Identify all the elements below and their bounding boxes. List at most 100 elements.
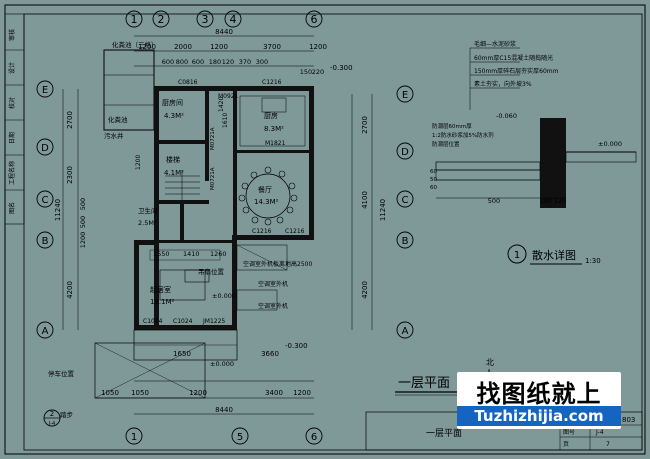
- win-9: M0721A: [210, 127, 216, 150]
- watermark-badge[interactable]: 找图纸就上 Tuzhizhijia.com: [457, 372, 621, 429]
- parking-label: 停车位置: [48, 369, 75, 378]
- strip-text-0: 审核: [8, 29, 16, 41]
- detail-side-1: 1:2防水砂浆加5%防水剂: [432, 131, 494, 139]
- left-axis-B: B: [42, 236, 49, 247]
- dim-top2-1: 800: [176, 58, 188, 66]
- dim-bot2-1: 3660: [261, 350, 279, 358]
- dim-top2-4: 120: [222, 58, 234, 66]
- section-num: 2: [50, 410, 54, 418]
- elev-top: -0.300: [330, 64, 353, 72]
- left-strip: [4, 13, 25, 225]
- section-sheet: J-4: [48, 421, 55, 427]
- win-8: JM1225: [202, 318, 225, 325]
- dim-top2-0: 600: [162, 58, 174, 66]
- page-label: 页: [563, 441, 569, 448]
- dim-top-0: 1200: [138, 43, 156, 51]
- win-3: M1821: [265, 140, 286, 147]
- watermark-chinese: 找图纸就上: [476, 380, 602, 408]
- win-2: M0921: [218, 93, 239, 100]
- sheet-border: [4, 4, 646, 455]
- detail-bubble: [507, 244, 527, 264]
- dim-left-2: 500: [79, 198, 87, 210]
- right-dimensions: 2700 4100 4200 11240: [351, 94, 387, 330]
- detail-side-0: 防潮层60mm厚: [432, 122, 472, 130]
- dim-top-2: 1200: [210, 43, 228, 51]
- strip-text-5: 图名: [8, 202, 16, 214]
- detail-elev2: ±0.000: [598, 140, 622, 148]
- dim-top-4: 1200: [309, 43, 327, 51]
- detail-dim-0: 500: [488, 197, 500, 205]
- win-7: C1024: [173, 318, 193, 325]
- dim-inner-1: 1410: [183, 250, 200, 258]
- win-6: C1024: [143, 318, 163, 325]
- dim-left-3: 500: [79, 216, 87, 228]
- detail-wall: [540, 118, 566, 208]
- detail-drawing: 毛细—水泥砂浆 60mm厚C15混凝土随捣随光 150mm厚碎石层夯实厚60mm…: [430, 40, 637, 265]
- dining-table: [245, 173, 291, 219]
- dim-left-0: 2700: [66, 111, 74, 129]
- left-axis-A: A: [42, 326, 49, 337]
- right-axis-D: D: [401, 147, 409, 158]
- septic-tank-label: 化粪池（三格）: [112, 40, 158, 49]
- detail-dim-3: 60: [430, 169, 437, 175]
- sewage-label: 污水井: [104, 131, 124, 140]
- room-toilet-area: 2.5M²: [138, 219, 157, 227]
- room-stair-area: 4.1M²: [164, 169, 184, 177]
- win-5: C1216: [285, 228, 305, 235]
- top-axis-2: 2: [158, 13, 165, 26]
- right-axis-C: C: [402, 195, 409, 206]
- elev-zero: ±0.000: [212, 292, 236, 300]
- bottom-axis-5: 5: [237, 432, 243, 443]
- elev-bottom: -0.300: [285, 342, 308, 350]
- dim-top2-7: 150: [300, 68, 312, 76]
- stair-treads: [165, 170, 200, 200]
- watermark-url[interactable]: Tuzhizhijia.com: [457, 406, 621, 426]
- dim-bot-4: 1200: [293, 389, 311, 397]
- win-10: M0721A: [210, 167, 216, 190]
- dim-inner-4: 1610: [222, 113, 229, 128]
- title-block-name: 一层平面: [426, 428, 462, 439]
- dim-top2-2: 600: [192, 58, 204, 66]
- dim-bot-1: 1050: [131, 389, 149, 397]
- top-axis-1: 1: [131, 13, 138, 26]
- dim-inner-5: 1200: [135, 155, 142, 170]
- bottom-axis-6: 6: [311, 432, 317, 443]
- dim-top-total: 8440: [215, 28, 233, 36]
- room-living: 起居室: [150, 285, 171, 294]
- strip-text-4: 工程名称: [8, 161, 16, 185]
- elev-zero2: ±0.000: [210, 360, 234, 368]
- detail-note-0: 毛细—水泥砂浆: [474, 40, 516, 48]
- top-axis-bubbles: 1 2 3 4 6: [125, 10, 323, 28]
- win-1: C1216: [262, 79, 282, 86]
- dim-right-2: 4200: [361, 281, 369, 299]
- ac-note: 空调室外机板离地高2500: [243, 260, 312, 268]
- dim-left-5: 4200: [66, 281, 74, 299]
- left-axis-D: D: [41, 143, 49, 154]
- sheet-inner-frame: [23, 13, 643, 451]
- dim-bot-2: 1200: [189, 389, 207, 397]
- detail-title: 散水详图: [532, 248, 576, 262]
- dim-right-1: 4100: [361, 191, 369, 209]
- dim-left-total: 11240: [54, 199, 62, 221]
- top-axis-4: 4: [230, 13, 237, 26]
- step-label: 踏步: [60, 410, 74, 419]
- detail-dim-4: 50: [430, 177, 437, 183]
- bottom-axis-bubbles: 1 5 6: [125, 427, 323, 445]
- detail-note-3: 素土夯实，向外坡3%: [474, 80, 532, 88]
- section-mark: 2 J-4: [43, 409, 61, 427]
- bottom-dimensions: 1650 3660 1050 1050 1200 3400 1200 8440: [95, 350, 314, 415]
- reserved-label: 吊扇位置: [198, 267, 225, 276]
- win-4: C1216: [252, 228, 272, 235]
- dim-left-1: 2300: [66, 166, 74, 184]
- top-dimensions: 8440 1200 2000 1200 3700 1200 600 800 60…: [134, 28, 353, 76]
- dim-inner-3: 1420: [218, 97, 225, 112]
- pool-label: 化粪池: [108, 115, 128, 124]
- ac-unit: 空调室外机: [258, 280, 288, 288]
- dim-inner-2: 1260: [210, 250, 227, 258]
- detail-elev1: -0.060: [496, 112, 517, 120]
- dim-top-1: 2000: [174, 43, 192, 51]
- bottom-axis-1: 1: [131, 432, 137, 443]
- left-axis-E: E: [42, 85, 48, 96]
- room-restaurant: 餐厅: [258, 185, 272, 194]
- dim-top2-8: 220: [312, 68, 324, 76]
